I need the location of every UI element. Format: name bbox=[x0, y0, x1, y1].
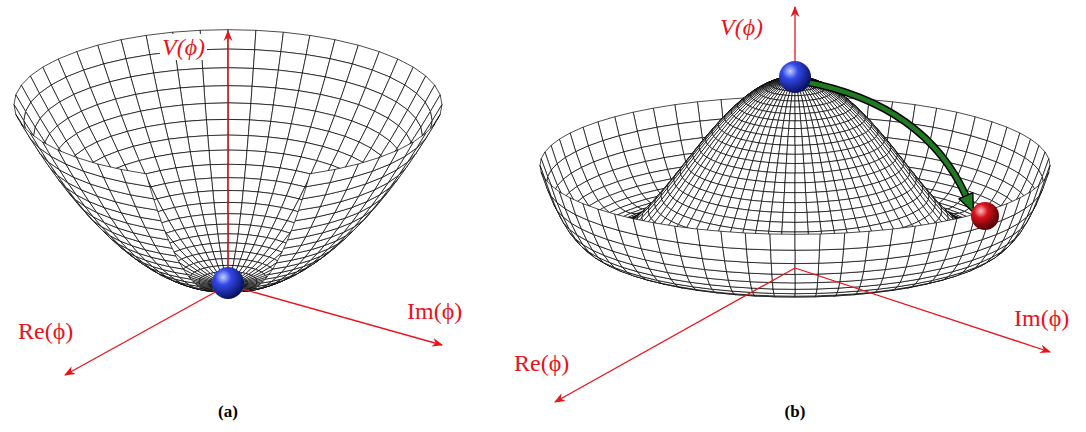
mesh-cell bbox=[228, 103, 251, 120]
mesh-cell bbox=[228, 119, 250, 135]
mesh-cell bbox=[912, 105, 937, 128]
mesh-cell bbox=[697, 100, 722, 122]
mesh-cell bbox=[247, 282, 257, 285]
mesh-cell bbox=[206, 119, 228, 135]
mesh-cell bbox=[278, 52, 306, 73]
mesh-cell bbox=[214, 202, 228, 214]
mesh-cell bbox=[228, 234, 238, 243]
mesh-cell bbox=[183, 104, 207, 122]
mesh-cell bbox=[245, 165, 264, 180]
mesh-cell bbox=[98, 164, 126, 183]
mesh-cell bbox=[212, 178, 229, 191]
mesh-cell bbox=[228, 49, 255, 68]
mesh-cell bbox=[330, 164, 358, 183]
mesh-cell bbox=[306, 169, 335, 186]
mesh-cell bbox=[253, 50, 281, 70]
mesh-cell bbox=[228, 68, 253, 87]
mesh-cell bbox=[675, 102, 700, 124]
mesh-cell bbox=[178, 68, 204, 88]
mesh-cell bbox=[271, 105, 295, 124]
mesh-cell bbox=[209, 150, 228, 165]
mesh-cell bbox=[228, 191, 243, 203]
mesh-cell bbox=[157, 88, 182, 108]
mesh-cell bbox=[188, 136, 209, 152]
mesh-cell bbox=[268, 121, 291, 139]
mesh-cell bbox=[243, 178, 261, 192]
mesh-cell bbox=[678, 121, 703, 140]
mesh-cell bbox=[228, 135, 248, 150]
mesh-cell bbox=[205, 103, 228, 120]
paraboloid-surface bbox=[14, 30, 442, 292]
mesh-cell bbox=[228, 150, 247, 165]
mexican-hat-surface bbox=[540, 76, 1050, 297]
mesh-cell bbox=[247, 136, 268, 152]
mesh-cell bbox=[228, 224, 239, 234]
mesh-cell bbox=[199, 282, 209, 285]
mesh-cell bbox=[193, 165, 212, 180]
mesh-cell bbox=[217, 224, 228, 234]
mesh-cell bbox=[154, 70, 181, 91]
mesh-cell bbox=[21, 124, 39, 148]
mesh-cell bbox=[228, 178, 245, 191]
mesh-cell bbox=[273, 88, 298, 108]
mesh-cell bbox=[213, 191, 228, 203]
mesh-cell bbox=[417, 124, 435, 148]
mesh-cell bbox=[218, 234, 228, 243]
mesh-cell bbox=[246, 151, 266, 166]
mesh-cell bbox=[185, 120, 208, 137]
mesh-cell bbox=[180, 86, 205, 105]
mesh-cell bbox=[228, 214, 241, 225]
mesh-cell bbox=[165, 121, 188, 139]
mesh-cell bbox=[161, 105, 185, 124]
mesh-cell bbox=[195, 178, 213, 192]
mesh-cell bbox=[255, 30, 284, 51]
mesh-cell bbox=[190, 151, 210, 166]
mesh-cell bbox=[653, 105, 678, 128]
mesh-cell bbox=[228, 86, 252, 104]
mesh-cell bbox=[228, 30, 256, 50]
mesh-cell bbox=[251, 86, 276, 105]
mesh-cell bbox=[281, 32, 310, 54]
mesh-cell bbox=[248, 120, 270, 137]
mesh-cell bbox=[250, 104, 274, 122]
mesh-cell bbox=[252, 68, 278, 88]
mesh-cell bbox=[210, 164, 228, 178]
mesh-cell bbox=[208, 135, 228, 150]
mesh-cell bbox=[228, 202, 242, 214]
mesh-cell bbox=[203, 68, 228, 87]
mesh-cell bbox=[121, 169, 150, 186]
mesh-cell bbox=[228, 164, 246, 178]
mesh-cell bbox=[276, 70, 303, 91]
mesh-cell bbox=[215, 214, 228, 225]
mesh-cell bbox=[204, 86, 228, 104]
